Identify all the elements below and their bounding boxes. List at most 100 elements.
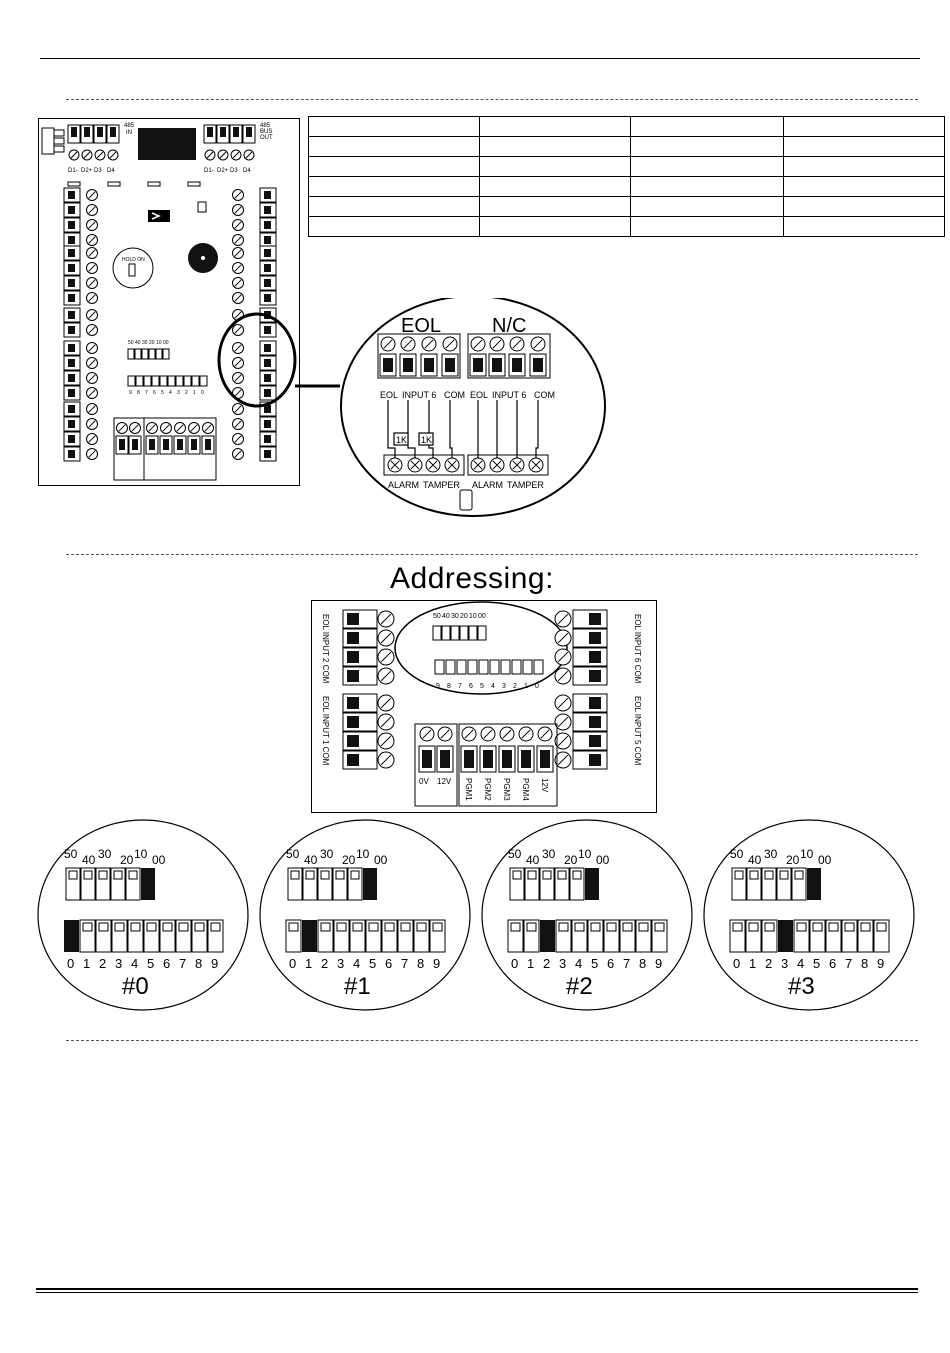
dip-digit-label: 6 bbox=[385, 956, 392, 971]
dip-digit-label: 1 bbox=[527, 956, 534, 971]
dip-switch-on bbox=[807, 868, 821, 900]
dip-label: 50 bbox=[508, 847, 522, 861]
dip-label: 20 bbox=[120, 853, 134, 867]
rs485-out-label: 485 bbox=[260, 123, 271, 129]
dip-label: 10 bbox=[469, 613, 477, 620]
pgm-label: PGM4 bbox=[521, 778, 530, 801]
dip-digit-label: 3 bbox=[337, 956, 344, 971]
dip-switch-on bbox=[141, 868, 155, 900]
dip-switch bbox=[155, 348, 163, 360]
address-label: #0 bbox=[122, 973, 149, 1000]
dip-label: 20 bbox=[149, 340, 155, 346]
dip-label: 3 bbox=[502, 683, 506, 690]
address-label: #1 bbox=[344, 973, 371, 1000]
dip-switch bbox=[134, 348, 142, 360]
led-indicator bbox=[147, 181, 161, 187]
table-cell bbox=[630, 116, 784, 137]
dip-switch bbox=[511, 659, 522, 675]
dip-label: 9 bbox=[129, 390, 132, 396]
bus-terminal-label: D1- bbox=[68, 168, 78, 174]
dip-switch bbox=[432, 625, 442, 641]
section-divider bbox=[66, 99, 918, 100]
dip-switch bbox=[434, 659, 445, 675]
dip-label: 7 bbox=[458, 683, 462, 690]
bus-terminal-label: D3 bbox=[230, 168, 238, 174]
jumper-block bbox=[41, 127, 55, 155]
pgm-label: 12V bbox=[540, 778, 549, 793]
dip-label: 50 bbox=[730, 847, 744, 861]
dip-digit-label: 6 bbox=[163, 956, 170, 971]
dip-digit-label: 0 bbox=[289, 956, 296, 971]
dip-label: 9 bbox=[436, 683, 440, 690]
dip-digit-label: 7 bbox=[401, 956, 408, 971]
hold-label: HOLD ON bbox=[122, 257, 145, 263]
nc-title: N/C bbox=[492, 315, 526, 337]
dip-switch bbox=[135, 375, 144, 387]
dip-switch bbox=[467, 659, 478, 675]
dip-label: 4 bbox=[169, 390, 172, 396]
dip-label: 10 bbox=[800, 847, 814, 861]
dip-switch bbox=[468, 625, 478, 641]
dip-digit-label: 3 bbox=[781, 956, 788, 971]
dip-digit-label: 6 bbox=[829, 956, 836, 971]
dip-digit-label: 0 bbox=[733, 956, 740, 971]
dip-switch-on bbox=[585, 868, 599, 900]
pgm-label: PGM1 bbox=[464, 778, 473, 801]
dip-label: 30 bbox=[320, 847, 334, 861]
dip-label: 10 bbox=[578, 847, 592, 861]
dip-label: 20 bbox=[460, 613, 468, 620]
tamper-switch-icon bbox=[459, 489, 473, 511]
dip-switch bbox=[141, 348, 149, 360]
input-label: EOL INPUT 1 COM bbox=[321, 696, 330, 766]
terminal-label: EOL bbox=[380, 390, 398, 400]
dip-digit-label: 8 bbox=[195, 956, 202, 971]
address-label: #3 bbox=[788, 973, 815, 1000]
dip-label: 8 bbox=[137, 390, 140, 396]
dip-label: 40 bbox=[442, 613, 450, 620]
dip-switch-on bbox=[302, 920, 317, 952]
dip-digit-label: 7 bbox=[179, 956, 186, 971]
bus-terminal-label: D3 bbox=[94, 168, 102, 174]
dip-label: 6 bbox=[469, 683, 473, 690]
dip-digit-label: 9 bbox=[433, 956, 440, 971]
dip-switch-on bbox=[363, 868, 377, 900]
input-label: EOL INPUT 6 COM bbox=[633, 614, 642, 684]
dip-digit-label: 2 bbox=[321, 956, 328, 971]
dip-switch bbox=[445, 659, 456, 675]
dip-switch bbox=[162, 348, 170, 360]
table-row bbox=[308, 156, 945, 177]
dip-label: 00 bbox=[163, 340, 169, 346]
tamper-label: TAMPER bbox=[423, 480, 460, 490]
dip-label: 20 bbox=[342, 853, 356, 867]
dip-switch bbox=[533, 659, 544, 675]
dip-switch bbox=[143, 375, 152, 387]
dip-switch bbox=[148, 348, 156, 360]
table-cell bbox=[783, 136, 945, 157]
dip-label: 30 bbox=[142, 340, 148, 346]
dip-label: 2 bbox=[185, 390, 188, 396]
dip-switch bbox=[175, 375, 184, 387]
dip-label: 50 bbox=[433, 613, 441, 620]
dip-digit-label: 9 bbox=[655, 956, 662, 971]
dip-digit-label: 7 bbox=[623, 956, 630, 971]
dip-digit-label: 5 bbox=[147, 956, 154, 971]
dip-label: 00 bbox=[596, 853, 610, 867]
dip-label: 10 bbox=[356, 847, 370, 861]
dip-digit-label: 9 bbox=[211, 956, 218, 971]
header-rule bbox=[40, 58, 920, 59]
dip-label: 00 bbox=[818, 853, 832, 867]
dip-switch bbox=[159, 375, 168, 387]
table-cell bbox=[630, 136, 784, 157]
table-cell bbox=[308, 176, 480, 197]
dip-digit-label: 3 bbox=[115, 956, 122, 971]
table-cell bbox=[308, 196, 480, 217]
zoom-circle-small bbox=[217, 312, 297, 408]
dip-label: 0 bbox=[201, 390, 204, 396]
dip-digit-label: 2 bbox=[99, 956, 106, 971]
eol-title: EOL bbox=[401, 315, 441, 337]
dip-label: 3 bbox=[177, 390, 180, 396]
led-indicator bbox=[187, 181, 201, 187]
svg-text:OUT: OUT bbox=[260, 135, 273, 141]
